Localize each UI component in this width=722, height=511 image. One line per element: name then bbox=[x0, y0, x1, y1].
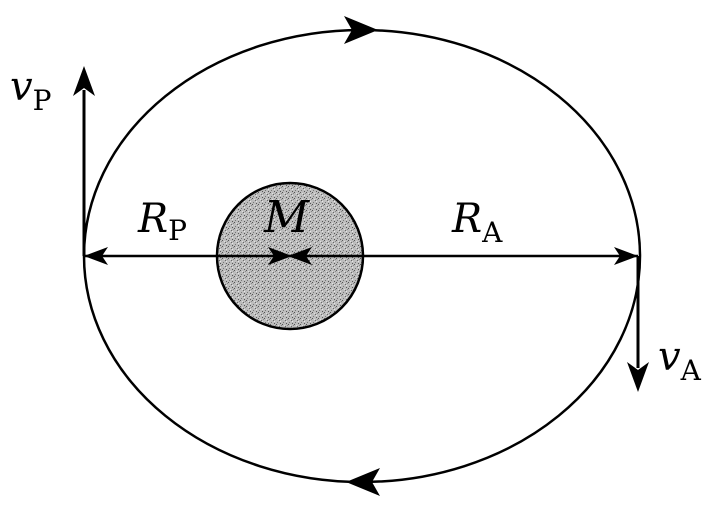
ra-arrow-center bbox=[288, 247, 312, 265]
rp-arrow-left bbox=[84, 247, 108, 265]
rp-arrow-center bbox=[268, 247, 292, 265]
vp-label: vP bbox=[10, 64, 51, 117]
rp-label: RP bbox=[137, 196, 187, 247]
ra-label: RA bbox=[451, 196, 503, 249]
central-mass-label: M bbox=[263, 192, 310, 243]
orbit-direction-arrow-bottom bbox=[346, 468, 380, 496]
perihelion-velocity-arrowhead bbox=[73, 66, 95, 96]
orbit-direction-arrow-top bbox=[344, 16, 378, 44]
aphelion-velocity-arrowhead bbox=[627, 362, 649, 392]
va-label: vA bbox=[658, 334, 702, 387]
ra-arrow-right bbox=[614, 247, 638, 265]
